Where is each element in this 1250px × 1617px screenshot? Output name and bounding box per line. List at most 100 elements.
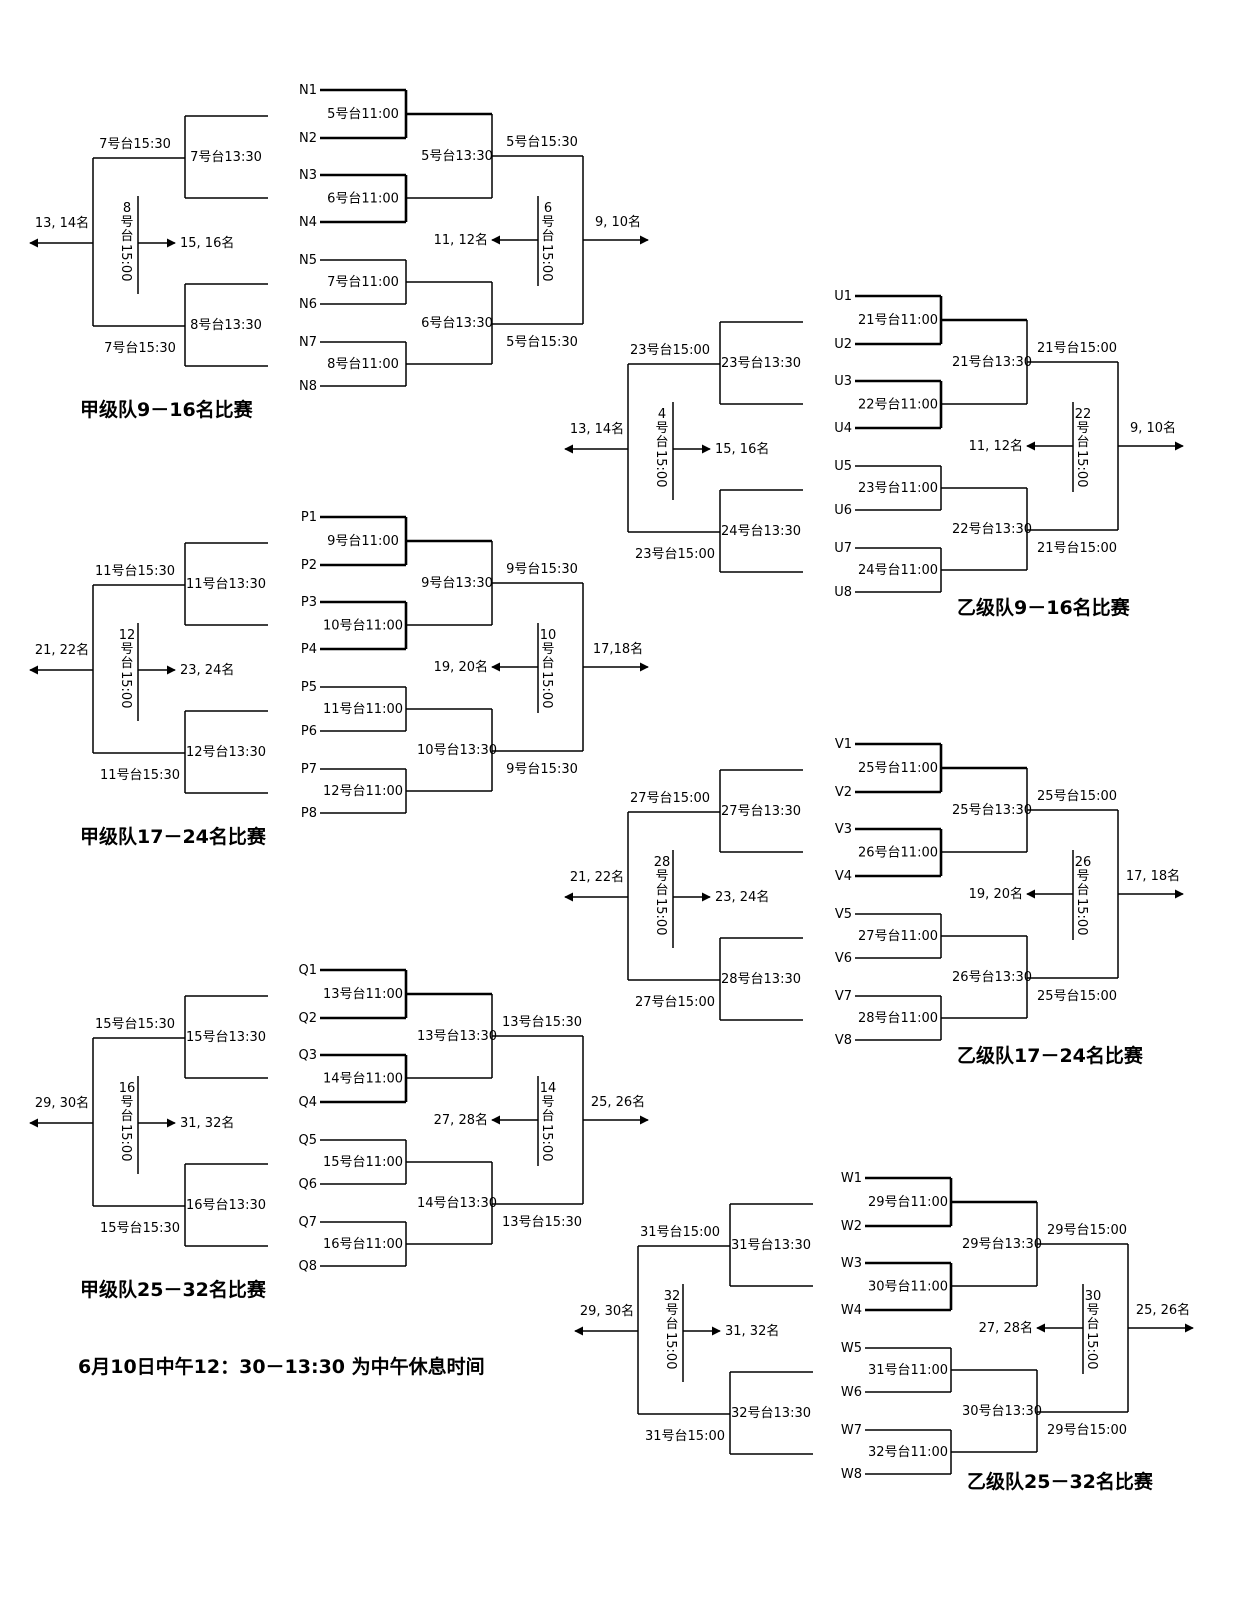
- lb-mid-label-time: 15:00: [653, 450, 668, 487]
- lb-semi-label-2: 12号台13:30: [186, 745, 266, 760]
- seed-label-U1: U1: [834, 289, 852, 304]
- r1-match-label-1: 25号台11:00: [858, 761, 938, 776]
- r2-match-label-1: 9号台13:30: [421, 576, 493, 591]
- final-mid-label-time: 15:00: [539, 1124, 554, 1161]
- winner-place-label: 17, 18名: [1126, 868, 1180, 884]
- final-mid-label-time: 15:00: [539, 244, 554, 281]
- final-top-label: 25号台15:00: [1037, 789, 1117, 804]
- bracket-title: 乙级队9－16名比赛: [957, 596, 1131, 619]
- seed-label-W5: W5: [841, 1341, 862, 1356]
- lb-semi-label-1: 7号台13:30: [190, 150, 262, 165]
- lb-loser-place-label: 15, 16名: [715, 441, 769, 457]
- final-mid-label-time: 15:00: [1074, 450, 1089, 487]
- seed-label-U4: U4: [834, 421, 852, 436]
- lb-loser-place-label: 23, 24名: [715, 889, 769, 905]
- seed-label-U6: U6: [834, 503, 852, 518]
- r2-match-label-2: 22号台13:30: [952, 522, 1032, 537]
- r1-match-label-4: 32号台11:00: [868, 1445, 948, 1460]
- r1-match-label-2: 6号台11:00: [327, 192, 399, 207]
- seed-label-V7: V7: [835, 989, 852, 1004]
- seed-label-N5: N5: [299, 253, 317, 268]
- seed-label-U2: U2: [834, 337, 852, 352]
- seed-label-N7: N7: [299, 335, 317, 350]
- lb-semi-label-1: 23号台13:30: [721, 356, 801, 371]
- final-top-label: 21号台15:00: [1037, 341, 1117, 356]
- r2-match-label-2: 14号台13:30: [417, 1196, 497, 1211]
- seed-label-Q4: Q4: [298, 1095, 317, 1110]
- winner-place-label: 9, 10名: [595, 214, 641, 230]
- seed-label-W7: W7: [841, 1423, 862, 1438]
- lb-semi-label-1: 15号台13:30: [186, 1030, 266, 1045]
- lb-mid-label-time: 15:00: [118, 244, 133, 281]
- bracket-title: 乙级队25－32名比赛: [967, 1470, 1154, 1493]
- winner-place-label: 25, 26名: [591, 1094, 645, 1110]
- r1-match-label-4: 24号台11:00: [858, 563, 938, 578]
- r1-match-label-1: 21号台11:00: [858, 313, 938, 328]
- seed-label-Q1: Q1: [298, 963, 317, 978]
- seed-label-V5: V5: [835, 907, 852, 922]
- lb-winner-place-label: 29, 30名: [580, 1303, 634, 1319]
- seed-label-W4: W4: [841, 1303, 862, 1318]
- lb-bottom-label: 31号台15:00: [645, 1429, 725, 1444]
- final-bottom-label: 25号台15:00: [1037, 989, 1117, 1004]
- lb-top-label: 23号台15:00: [630, 343, 710, 358]
- r1-match-label-1: 13号台11:00: [323, 987, 403, 1002]
- seed-label-N4: N4: [299, 215, 317, 230]
- seed-label-U8: U8: [834, 585, 852, 600]
- lb-semi-label-2: 8号台13:30: [190, 318, 262, 333]
- lb-bottom-label: 7号台15:30: [104, 341, 176, 356]
- lb-semi-label-2: 24号台13:30: [721, 524, 801, 539]
- lb-top-label: 15号台15:30: [95, 1017, 175, 1032]
- lb-semi-label-2: 28号台13:30: [721, 972, 801, 987]
- final-bottom-label: 9号台15:30: [506, 762, 578, 777]
- final-mid-label-time: 15:00: [1084, 1332, 1099, 1369]
- r1-match-label-3: 15号台11:00: [323, 1155, 403, 1170]
- loser-place-label: 27, 28名: [979, 1320, 1033, 1336]
- seed-label-N6: N6: [299, 297, 317, 312]
- loser-place-label: 27, 28名: [434, 1112, 488, 1128]
- r2-match-label-2: 6号台13:30: [421, 316, 493, 331]
- lb-loser-place-label: 15, 16名: [180, 235, 234, 251]
- lb-winner-place-label: 13, 14名: [570, 421, 624, 437]
- seed-label-W6: W6: [841, 1385, 862, 1400]
- seed-label-P6: P6: [301, 724, 317, 739]
- seed-label-V1: V1: [835, 737, 852, 752]
- bracket-1: N1N2N3N4N5N6N7N85号台11:006号台11:007号台11:00…: [29, 83, 649, 421]
- lb-bottom-label: 15号台15:30: [100, 1221, 180, 1236]
- seed-label-P8: P8: [301, 806, 317, 821]
- winner-place-label: 17,18名: [593, 641, 643, 657]
- seed-label-W8: W8: [841, 1467, 862, 1482]
- lb-loser-place-label: 31, 32名: [725, 1323, 779, 1339]
- lb-winner-place-label: 21, 22名: [35, 642, 89, 658]
- winner-place-label: 9, 10名: [1130, 420, 1176, 436]
- r1-match-label-1: 5号台11:00: [327, 107, 399, 122]
- r2-match-label-2: 30号台13:30: [962, 1404, 1042, 1419]
- seed-label-P3: P3: [301, 595, 317, 610]
- loser-place-label: 11, 12名: [434, 232, 488, 248]
- r2-match-label-1: 5号台13:30: [421, 149, 493, 164]
- lb-semi-label-2: 16号台13:30: [186, 1198, 266, 1213]
- r1-match-label-4: 8号台11:00: [327, 357, 399, 372]
- r1-match-label-1: 9号台11:00: [327, 534, 399, 549]
- bracket-title: 乙级队17－24名比赛: [957, 1044, 1144, 1067]
- r1-match-label-2: 26号台11:00: [858, 846, 938, 861]
- bracket-title: 甲级队17－24名比赛: [80, 825, 267, 848]
- r1-match-label-2: 10号台11:00: [323, 619, 403, 634]
- rest-time-note: 6月10日中午12：30－13:30 为中午休息时间: [78, 1355, 485, 1378]
- r1-match-label-1: 29号台11:00: [868, 1195, 948, 1210]
- seed-label-W2: W2: [841, 1219, 862, 1234]
- winner-place-label: 25, 26名: [1136, 1302, 1190, 1318]
- seed-label-U3: U3: [834, 374, 852, 389]
- loser-place-label: 19, 20名: [969, 886, 1023, 902]
- seed-label-U7: U7: [834, 541, 852, 556]
- seed-label-Q6: Q6: [298, 1177, 317, 1192]
- r1-match-label-4: 12号台11:00: [323, 784, 403, 799]
- bracket-5: Q1Q2Q3Q4Q5Q6Q7Q813号台11:0014号台11:0015号台11…: [29, 963, 649, 1301]
